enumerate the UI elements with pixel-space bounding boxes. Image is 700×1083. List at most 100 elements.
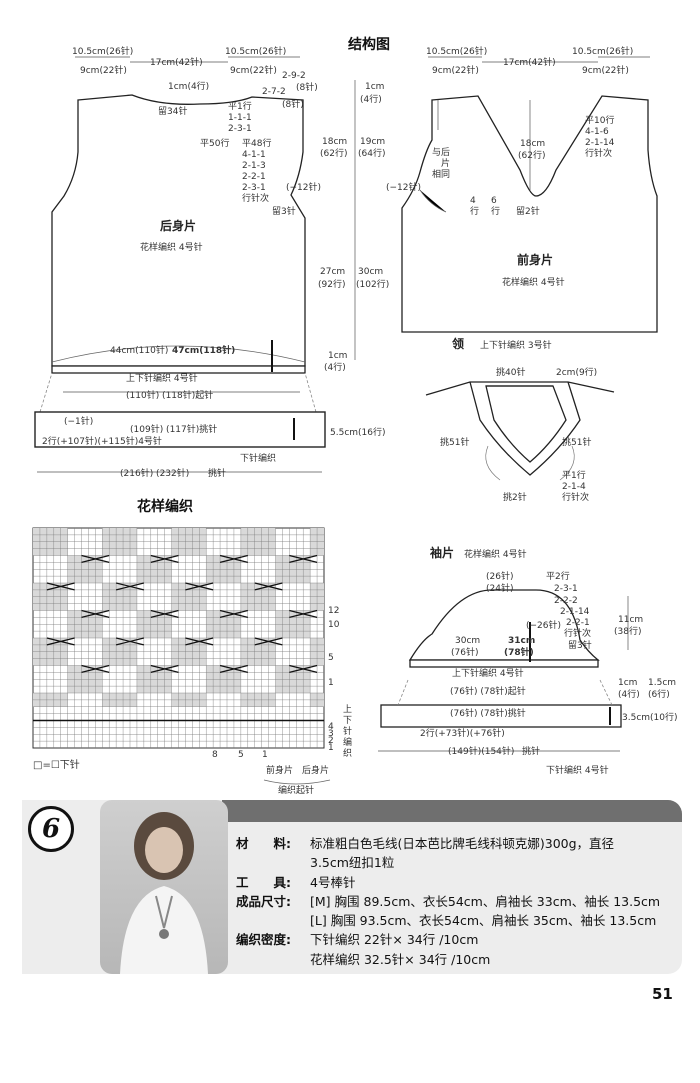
chart-shaded-cell (116, 583, 124, 590)
chart-shaded-cell (46, 658, 54, 666)
chart-shaded-cell (116, 651, 124, 659)
chart-shaded-cell (261, 693, 269, 700)
chart-shaded-cell (247, 693, 255, 700)
chart-shaded-cell (39, 651, 47, 659)
chart-shaded-cell (81, 569, 89, 577)
chart-row-12: 12 (328, 606, 339, 616)
chart-shaded-cell (95, 562, 103, 570)
chart-shaded-cell (199, 534, 207, 542)
chart-shaded-cell (289, 686, 297, 693)
chart-shaded-cell (53, 528, 61, 535)
chart-shaded-cell (261, 548, 269, 556)
chart-shaded-cell (296, 610, 304, 618)
chart-shaded-cell (303, 624, 311, 632)
sleeve-dec5: 2-2-1 (566, 618, 590, 628)
chart-shaded-cell (81, 617, 89, 625)
back-piece-name: 后身片 (160, 218, 196, 233)
chart-shaded-cell (206, 631, 214, 638)
chart-shaded-cell (143, 569, 151, 577)
chart-shaded-cell (95, 672, 103, 680)
chart-shaded-cell (74, 555, 82, 563)
chart-shaded-cell (74, 576, 82, 583)
chart-shaded-cell (157, 576, 165, 583)
chart-shaded-cell (60, 644, 68, 652)
chart-cable-symbol (254, 637, 283, 646)
chart-shaded-cell (275, 555, 283, 563)
chart-shaded-cell (33, 603, 40, 611)
chart-shaded-cell (88, 672, 96, 680)
chart-shaded-cell (46, 596, 54, 604)
chart-shaded-cell (213, 562, 221, 570)
chart-shaded-cell (74, 631, 82, 638)
chart-shaded-cell (199, 638, 207, 645)
sleeve-name: 袖片 (430, 545, 454, 560)
chart-shaded-cell (317, 638, 324, 645)
collar-width: 2cm(9行) (556, 366, 597, 378)
chart-shaded-cell (39, 583, 47, 590)
chart-shaded-cell (53, 534, 61, 542)
chart-col-1: 1 (262, 750, 268, 760)
chart-shaded-cell (220, 686, 227, 693)
chart-shaded-cell (289, 576, 297, 583)
sleeve-w4: (78针) (504, 646, 534, 658)
chart-shaded-cell (206, 555, 214, 563)
chart-shaded-cell (102, 699, 110, 707)
size-row: 成品尺寸: [M] 胸围 89.5cm、衣长54cm、肩袖长 33cm、袖长 1… (236, 892, 676, 911)
chart-shaded-cell (289, 555, 297, 563)
chart-cast-label: 编织起针 (278, 784, 314, 796)
chart-shaded-cell (185, 534, 193, 542)
chart-shaded-cell (178, 541, 186, 549)
chart-shaded-cell (67, 576, 75, 583)
chart-shaded-cell (213, 679, 221, 687)
chart-shaded-cell (310, 534, 318, 542)
chart-shaded-cell (247, 541, 255, 549)
back-dec-b4: 2-2-1 (242, 172, 266, 182)
chart-shaded-cell (206, 665, 214, 673)
chart-shaded-cell (213, 631, 221, 638)
chart-shaded-cell (254, 528, 262, 535)
chart-shaded-cell (130, 548, 137, 556)
front-v-dec3: 2-1-14 (585, 138, 615, 148)
chart-shaded-cell (310, 596, 318, 604)
chart-shaded-cell (33, 658, 40, 666)
sleeve-pick: (76针) (78针)挑针 (450, 707, 526, 719)
chart-shaded-cell (74, 686, 82, 693)
chart-shaded-cell (317, 589, 324, 597)
back-dec-a3: 2-3-1 (228, 124, 252, 134)
chart-shaded-cell (109, 603, 117, 611)
chart-shaded-cell (81, 576, 89, 583)
chart-shaded-cell (67, 555, 75, 563)
collar-dec3: 行针次 (562, 491, 589, 503)
chart-side-1: 上 (343, 704, 352, 715)
front-piece-name: 前身片 (517, 252, 553, 267)
sleeve-w3: 31cm (508, 636, 535, 646)
chart-shaded-cell (33, 528, 40, 535)
chart-shaded-cell (227, 617, 234, 625)
chart-cable-symbol (289, 554, 318, 563)
chart-shaded-cell (213, 624, 221, 632)
chart-shaded-cell (150, 576, 158, 583)
chart-shaded-cell (261, 603, 269, 611)
chart-shaded-cell (317, 693, 324, 700)
chart-shaded-cell (247, 548, 255, 556)
hem-pickup: (109针) (117针)挑针 (130, 423, 217, 435)
chart-shaded-cell (317, 528, 324, 535)
chart-shaded-cell (227, 562, 234, 570)
sleeve-cuff-total: (149针)(154针) (448, 745, 514, 757)
hem-stitch: 下针编织 (240, 452, 276, 464)
chart-shaded-cell (116, 644, 124, 652)
front-shoulder-r2: 9cm(22针) (582, 64, 629, 76)
chart-shaded-cell (275, 576, 283, 583)
chart-shaded-cell (199, 651, 207, 659)
chart-shaded-cell (143, 555, 151, 563)
chart-shaded-cell (261, 596, 269, 604)
chart-shaded-cell (81, 679, 89, 687)
chart-shaded-cell (95, 576, 103, 583)
front-stitch: 花样编织 4号针 (502, 276, 565, 288)
chart-shaded-cell (303, 679, 311, 687)
back-stitch: 花样编织 4号针 (140, 241, 203, 253)
chart-shaded-cell (74, 672, 82, 680)
chart-brow-1: 1 (328, 743, 334, 753)
chart-cable-symbol (254, 582, 283, 591)
front-center-bind: 留2针 (516, 205, 540, 217)
